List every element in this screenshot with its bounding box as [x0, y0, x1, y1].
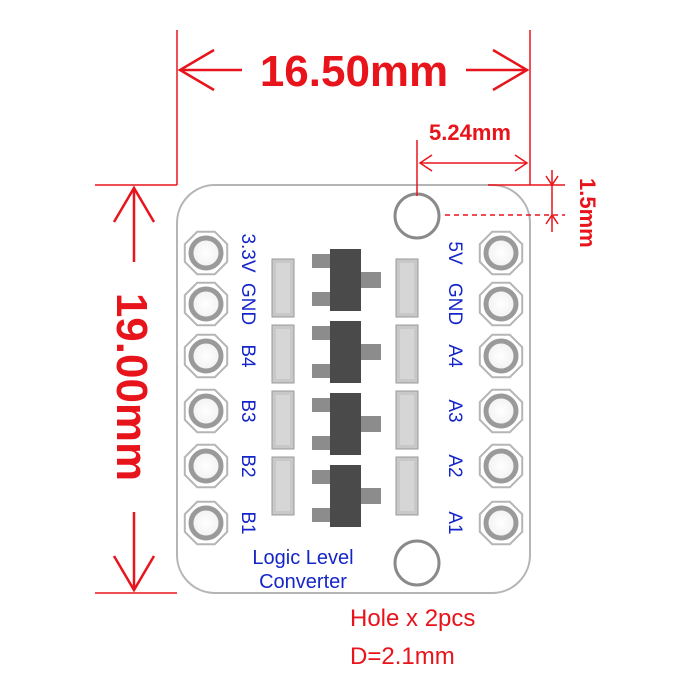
left-header-pin-pad: [183, 388, 229, 434]
board-outline: [176, 184, 531, 594]
hole-note-line2: D=2.1mm: [350, 643, 455, 670]
right-header-pin-pad: [478, 500, 524, 546]
left-pin-label: B3: [237, 399, 258, 422]
left-header: [183, 230, 229, 546]
hole-offset-x-dimension: 5.24mm: [416, 120, 529, 196]
right-header-pin-pad: [478, 388, 524, 434]
mosfet-3: [312, 393, 381, 455]
width-dimension: 16.50mm: [176, 30, 531, 185]
height-dimension-label: 19.00mm: [107, 293, 156, 481]
right-header-pin-pad: [478, 230, 524, 276]
hole-offset-y-label: 1.5mm: [575, 178, 600, 248]
right-header: [478, 230, 524, 546]
left-header-pin-pad: [183, 500, 229, 546]
right-pin-label: 5V: [444, 241, 465, 265]
left-pin-label: GND: [237, 283, 258, 325]
width-dimension-label: 16.50mm: [260, 47, 448, 96]
left-pin-label: B2: [237, 454, 258, 477]
right-pin-label: A1: [444, 511, 465, 534]
left-header-pin-pad: [183, 281, 229, 327]
left-pin-label: B4: [237, 344, 258, 368]
hole-note-line1: Hole x 2pcs: [350, 605, 475, 632]
board-title-line1: Logic Level: [252, 547, 353, 569]
mosfet-4: [312, 465, 381, 527]
hole-offset-y-dimension: 1.5mm: [445, 170, 600, 248]
right-resistors: [395, 258, 419, 516]
mounting-hole-bottom: [393, 539, 441, 587]
board-title-line2: Converter: [259, 571, 347, 593]
mosfet-2: [312, 321, 381, 383]
right-header-pin-pad: [478, 443, 524, 489]
left-pin-label: 3.3V: [237, 233, 258, 272]
left-resistors: [271, 258, 295, 516]
left-pin-label: B1: [237, 511, 258, 534]
right-pin-label: A3: [444, 399, 465, 422]
left-header-pin-pad: [183, 230, 229, 276]
height-dimension: 19.00mm: [95, 184, 177, 594]
right-header-pin-pad: [478, 281, 524, 327]
right-pin-label: GND: [444, 283, 465, 325]
right-pin-label: A2: [444, 454, 465, 477]
right-header-pin-pad: [478, 333, 524, 379]
mosfet-1: [312, 249, 381, 311]
left-header-pin-pad: [183, 333, 229, 379]
hole-offset-x-label: 5.24mm: [429, 120, 511, 145]
left-header-pin-pad: [183, 443, 229, 489]
right-pin-label: A4: [444, 344, 465, 368]
mounting-hole-top: [393, 192, 441, 240]
